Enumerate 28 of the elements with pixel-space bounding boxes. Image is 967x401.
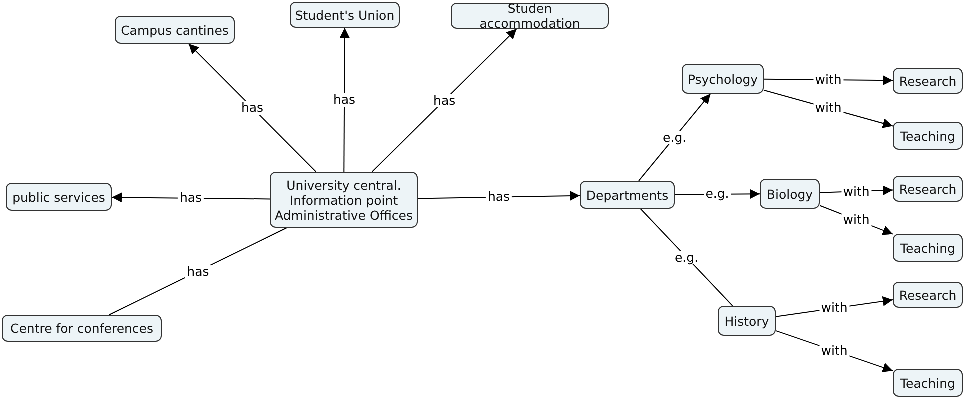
edge-label: with <box>841 213 872 227</box>
concept-box: public services <box>6 183 112 211</box>
edge-label: with <box>813 73 844 87</box>
concept-box: Research <box>893 282 963 308</box>
concept-box: Teaching <box>893 122 963 150</box>
connector-arrow <box>188 44 317 172</box>
concept-box: Studen accommodation <box>451 3 609 29</box>
connector-arrow <box>372 28 518 172</box>
concept-box: Student's Union <box>290 2 400 28</box>
edge-label: has <box>185 264 212 278</box>
concept-box: Teaching <box>893 369 963 397</box>
edge-label: with <box>813 101 844 116</box>
edge-label: has <box>486 190 512 204</box>
edge-label: has <box>432 94 458 108</box>
concept-box: Centre for conferences <box>2 315 162 342</box>
concept-box: University central. Information point Administrative Offices <box>270 172 418 228</box>
edge-label: with <box>841 184 872 198</box>
concept-box: Research <box>893 68 963 94</box>
concept-box: Psychology <box>682 64 764 94</box>
edge-label: has <box>178 192 204 206</box>
concept-box: Campus cantines <box>115 16 235 44</box>
connector-arrow <box>340 28 350 172</box>
concept-box: History <box>718 306 776 336</box>
concept-box: Teaching <box>893 234 963 262</box>
concept-box: Departments <box>580 181 675 209</box>
concept-box: Biology <box>760 179 820 209</box>
edge-label: with <box>819 344 850 358</box>
concept-box: Research <box>893 176 963 202</box>
